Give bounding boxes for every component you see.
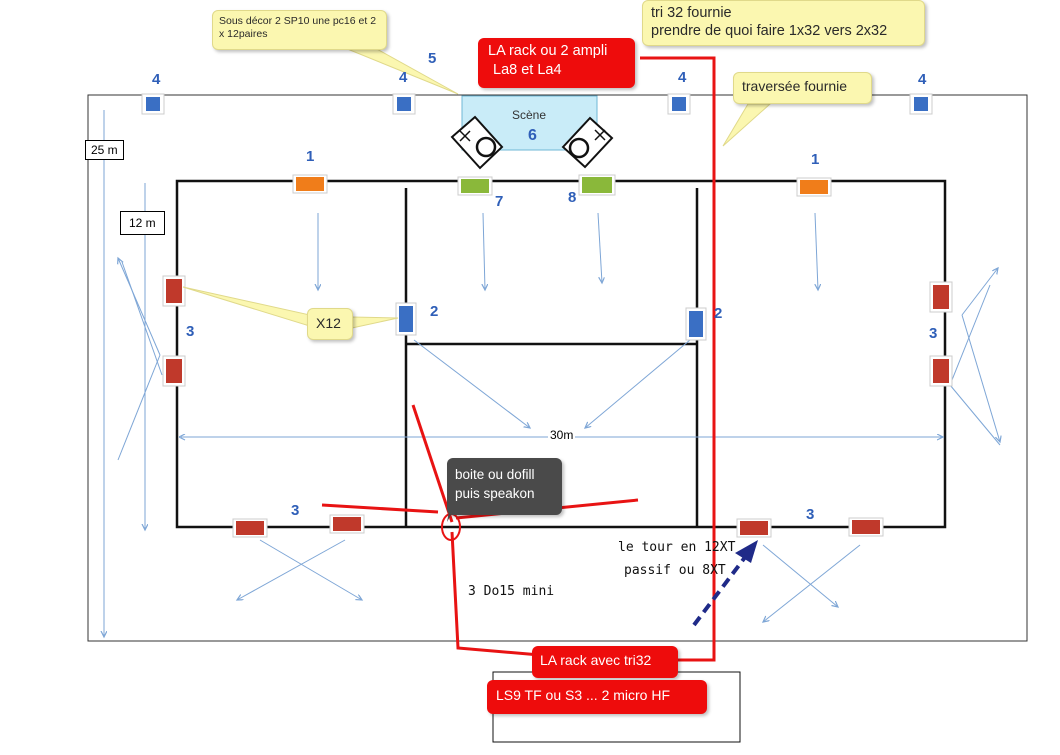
tour-note-line2: passif ou 8XT: [624, 563, 726, 578]
number-4-b: 4: [399, 69, 408, 86]
la-rack-ampli-line1: LA rack ou 2 ampli: [488, 43, 608, 59]
stage-monitor-right: [561, 116, 614, 169]
hall-length-label: 30m: [548, 428, 576, 442]
inner-width-label: 12 m: [120, 211, 165, 235]
boite-callout: boite ou dofill puis speakon: [447, 458, 562, 515]
tour-arrow: [692, 546, 754, 627]
number-6: 6: [528, 127, 537, 144]
speakers-7-8: [457, 174, 616, 196]
x12-tail-a: [182, 286, 317, 329]
la-rack-ampli-callout: LA rack ou 2 ampli La8 et La4: [478, 38, 635, 88]
number-3-bottom-left: 3: [291, 502, 300, 519]
number-2-b: 2: [714, 305, 723, 322]
number-7: 7: [495, 193, 504, 210]
traversee-tail: [722, 103, 772, 147]
number-3-left: 3: [186, 323, 195, 340]
tour-arrow-head: [735, 540, 758, 563]
number-3-right: 3: [929, 325, 938, 342]
number-4-a: 4: [152, 71, 161, 88]
speakers-3: [162, 275, 953, 538]
traversee-text: traversée fournie: [742, 78, 848, 94]
ls9-callout: LS9 TF ou S3 ... 2 micro HF: [487, 680, 707, 714]
speakers-1: [292, 174, 832, 197]
number-1-b: 1: [811, 151, 820, 168]
number-2-a: 2: [430, 303, 439, 320]
tri32-line2: prendre de quoi faire 1x32 vers 2x32: [651, 23, 888, 39]
x12-tail-b: [351, 316, 399, 329]
traversee-callout: traversée fournie: [733, 72, 872, 104]
sous-decor-text: Sous décor 2 SP10 une pc16 et 2 x 12pair…: [219, 15, 377, 40]
x12-callout: X12: [307, 308, 353, 340]
do15-note: 3 Do15 mini: [468, 584, 555, 599]
number-3-bottom-right: 3: [806, 506, 815, 523]
speakers-4: [141, 93, 933, 115]
coverage-arrows: [104, 110, 1000, 637]
sous-decor-callout: Sous décor 2 SP10 une pc16 et 2 x 12pair…: [212, 10, 387, 50]
speakers-2: [395, 302, 707, 341]
tri32-line1: tri 32 fournie: [651, 5, 732, 21]
la-rack-tri32-text: LA rack avec tri32: [540, 652, 652, 668]
tour-note-line1: le tour en 12XT: [618, 540, 736, 555]
x12-text: X12: [316, 315, 341, 331]
boite-line1: boite ou dofill: [455, 467, 535, 482]
ls9-text: LS9 TF ou S3 ... 2 micro HF: [496, 687, 671, 703]
audience-area: [175, 179, 947, 529]
stage-label: Scène: [512, 108, 547, 122]
la-rack-ampli-line2: La8 et La4: [493, 62, 562, 78]
number-4-c: 4: [678, 69, 687, 86]
stage-monitor-left: [450, 115, 504, 170]
number-5: 5: [428, 50, 437, 67]
number-4-d: 4: [918, 71, 927, 88]
number-1-a: 1: [306, 148, 315, 165]
la-rack-tri32-callout: LA rack avec tri32: [532, 646, 678, 678]
boite-line2: puis speakon: [455, 486, 535, 501]
number-8: 8: [568, 189, 577, 206]
hall-outline: [87, 94, 1028, 642]
tri32-callout: tri 32 fournie prendre de quoi faire 1x3…: [642, 0, 925, 46]
hall-width-label: 25 m: [85, 140, 124, 160]
